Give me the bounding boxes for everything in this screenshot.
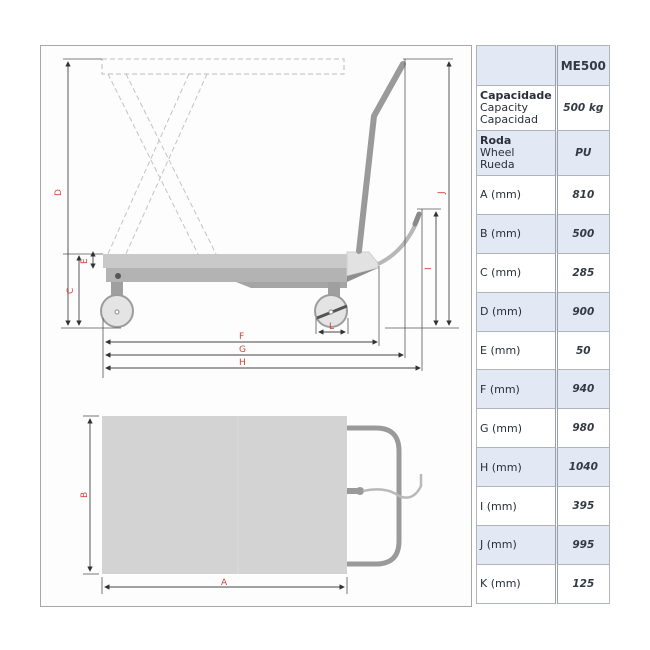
platform-top bbox=[103, 254, 347, 268]
dim-label-cell: B (mm) bbox=[476, 213, 558, 254]
table-row: G (mm) 980 bbox=[476, 408, 610, 449]
label-F: F bbox=[239, 332, 244, 342]
dim-label-cell: I (mm) bbox=[476, 486, 558, 527]
raised-platform-outline bbox=[101, 58, 345, 75]
table-row: H (mm) 1040 bbox=[476, 447, 610, 488]
label-G: G bbox=[239, 345, 246, 355]
capacity-label-pt: Capacidade bbox=[480, 89, 552, 102]
dim-label-cell: J (mm) bbox=[476, 525, 558, 565]
label-A: A bbox=[221, 578, 228, 588]
wheel-label-pt: Roda bbox=[480, 134, 512, 147]
capacity-value: 500 kg bbox=[555, 85, 610, 131]
label-C: C bbox=[66, 288, 76, 294]
capacity-label-es: Capacidad bbox=[480, 113, 538, 126]
wheel-label-es: Rueda bbox=[480, 158, 515, 171]
wheel-label-en: Wheel bbox=[480, 146, 515, 159]
label-J: J bbox=[437, 191, 447, 195]
capacity-label-en: Capacity bbox=[480, 101, 529, 114]
label-I: I bbox=[424, 267, 434, 270]
label-B: B bbox=[80, 492, 90, 498]
table-row: B (mm) 500 bbox=[476, 213, 610, 254]
table-row-wheel: Roda Wheel Rueda PU bbox=[476, 130, 610, 176]
label-L: L bbox=[329, 322, 334, 332]
platform-frame bbox=[106, 268, 347, 282]
label-H: H bbox=[239, 358, 246, 368]
dim-value-cell: 980 bbox=[555, 408, 610, 449]
top-platform bbox=[102, 416, 347, 574]
wheel-value: PU bbox=[555, 130, 610, 176]
table-row-capacity: Capacidade Capacity Capacidad 500 kg bbox=[476, 85, 610, 131]
spec-table: ME500 Capacidade Capacity Capacidad 500 … bbox=[476, 45, 610, 604]
dim-value-cell: 285 bbox=[555, 252, 610, 293]
dim-value-cell: 810 bbox=[555, 175, 610, 215]
table-row: D (mm) 900 bbox=[476, 291, 610, 332]
push-handle bbox=[356, 61, 406, 254]
dim-value-cell: 1040 bbox=[555, 447, 610, 488]
top-view: B A bbox=[80, 415, 423, 594]
table-row: K (mm) 125 bbox=[476, 563, 610, 604]
dim-value-cell: 940 bbox=[555, 369, 610, 410]
top-handle bbox=[347, 425, 402, 567]
dim-value-cell: 995 bbox=[555, 525, 610, 565]
table-header-row: ME500 bbox=[476, 45, 610, 86]
dim-label-cell: F (mm) bbox=[476, 369, 558, 410]
dim-label-cell: K (mm) bbox=[476, 563, 558, 604]
label-E: E bbox=[80, 258, 90, 264]
dim-label-cell: H (mm) bbox=[476, 447, 558, 488]
top-pump-lever bbox=[362, 474, 423, 499]
dim-value-cell: 500 bbox=[555, 213, 610, 254]
lift-table-drawing: D E C F G H L I J bbox=[54, 58, 459, 594]
dim-label-cell: G (mm) bbox=[476, 408, 558, 449]
dim-value-cell: 125 bbox=[555, 563, 610, 604]
dim-label-cell: A (mm) bbox=[476, 175, 558, 215]
dim-label-cell: E (mm) bbox=[476, 330, 558, 371]
scissor-outline bbox=[106, 73, 218, 257]
dim-label-cell: D (mm) bbox=[476, 291, 558, 332]
table-row: C (mm) 285 bbox=[476, 252, 610, 293]
dim-value-cell: 900 bbox=[555, 291, 610, 332]
side-view: D E C F G H L I J bbox=[54, 58, 459, 378]
table-row: E (mm) 50 bbox=[476, 330, 610, 371]
dim-value-cell: 395 bbox=[555, 486, 610, 527]
table-row: A (mm) 810 bbox=[476, 175, 610, 215]
dim-label-cell: C (mm) bbox=[476, 252, 558, 293]
model-header: ME500 bbox=[555, 45, 610, 86]
table-row: F (mm) 940 bbox=[476, 369, 610, 410]
header-blank-cell bbox=[476, 45, 558, 86]
table-row: J (mm) 995 bbox=[476, 525, 610, 565]
label-D: D bbox=[54, 189, 64, 196]
dim-value-cell: 50 bbox=[555, 330, 610, 371]
table-row: I (mm) 395 bbox=[476, 486, 610, 527]
diagram-panel: D E C F G H L I J bbox=[40, 45, 472, 607]
